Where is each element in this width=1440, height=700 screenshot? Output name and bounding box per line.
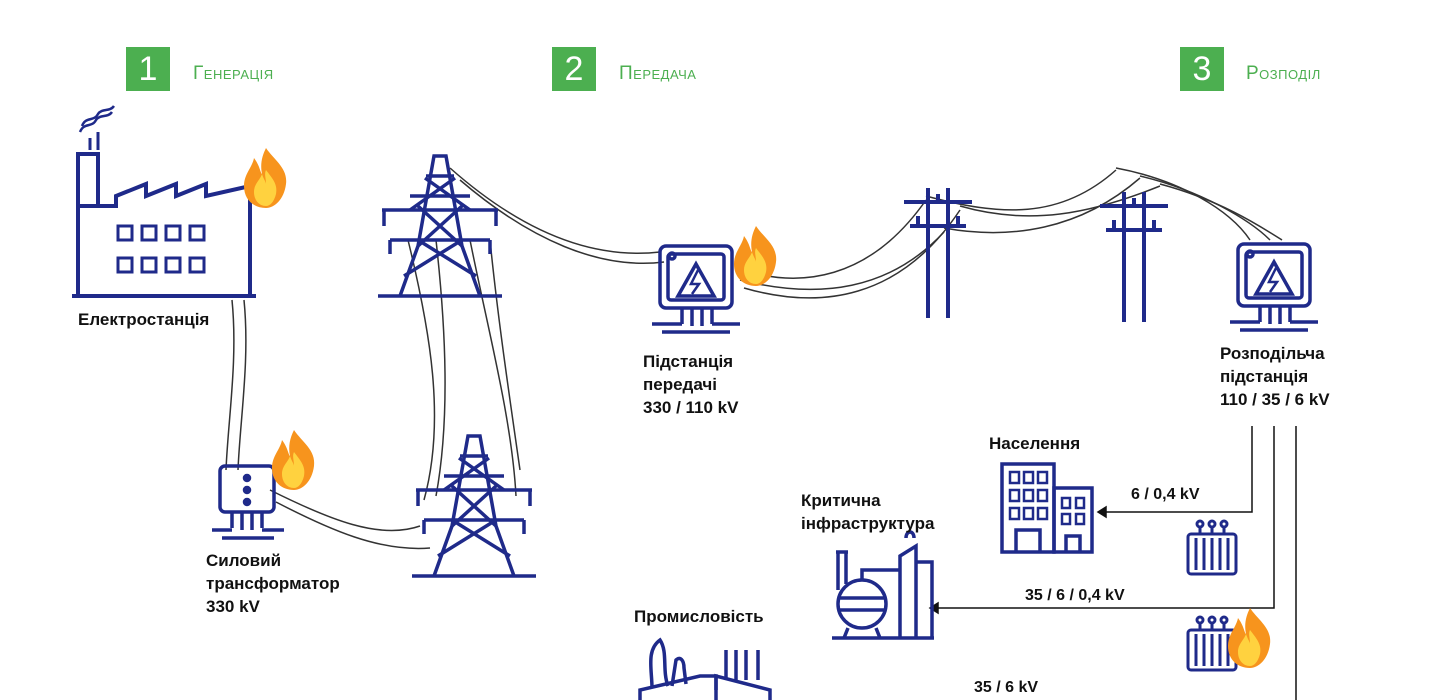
fire-icon-transformer xyxy=(272,430,315,490)
cable-substation-pole-c xyxy=(743,209,961,299)
line-to-population xyxy=(1098,426,1253,513)
distribution-substation-label: Розподільча підстанція 110 / 35 / 6 kV xyxy=(1220,344,1330,409)
cable-tower-substation-b xyxy=(459,179,665,264)
power-pole-icon xyxy=(902,186,974,320)
arrow-population xyxy=(1096,505,1107,519)
power-transformer-label: Силовий трансформатор 330 kV xyxy=(206,551,340,616)
power-plant-icon xyxy=(72,105,256,298)
distribution-substation-icon xyxy=(1228,242,1320,332)
cable-transformer-tower-b xyxy=(275,501,431,550)
critical-infrastructure-icon xyxy=(832,530,934,640)
transmission-substation-icon xyxy=(650,244,742,334)
voltage-label-industry: 35 / 6 kV xyxy=(974,679,1039,696)
cable-tower-riser-a xyxy=(407,239,436,501)
stage-title-distribution: Розподіл xyxy=(1246,63,1321,84)
stage-badge: 1 xyxy=(126,47,170,91)
cable-plant-transformer-a xyxy=(225,299,235,471)
cable-pole-pole-b xyxy=(943,177,1141,234)
stage-title-transmission: Передача xyxy=(619,63,697,84)
fire-icon-small-transformer xyxy=(1228,608,1271,668)
cable-tower-riser-b xyxy=(435,239,446,497)
critical-infrastructure-label: Критична інфраструктура xyxy=(801,491,935,533)
line-to-critical xyxy=(936,426,1275,609)
fire-icon-plant xyxy=(244,148,287,208)
power-plant-label: Електростанція xyxy=(78,310,210,329)
stage-title-generation: Генерація xyxy=(193,63,274,84)
cable-pole-pole-c xyxy=(959,185,1161,217)
cable-substation-pole-b xyxy=(739,231,945,291)
power-transformer-icon xyxy=(212,464,284,540)
cable-tower-riser-c xyxy=(469,239,517,497)
transmission-substation-label: Підстанція передачі 330 / 110 kV xyxy=(643,352,739,417)
power-pole-icon xyxy=(1098,190,1170,324)
fire-icon-substation xyxy=(734,226,777,286)
cable-plant-transformer-b xyxy=(237,299,247,471)
stage-badge: 2 xyxy=(552,47,596,91)
cable-tower-substation-a xyxy=(449,167,661,254)
industry-label: Промисловість xyxy=(634,607,764,626)
arrow-critical xyxy=(928,601,939,615)
cable-pole-distribution-c xyxy=(1159,183,1283,241)
population-label: Населення xyxy=(989,434,1081,453)
stage-badge: 3 xyxy=(1180,47,1224,91)
distribution-lines xyxy=(928,426,1297,700)
residential-building-icon xyxy=(1000,462,1094,554)
cable-transformer-tower-a xyxy=(269,489,421,532)
cable-tower-riser-d xyxy=(489,239,521,471)
voltage-label-population: 6 / 0,4 kV xyxy=(1131,486,1200,503)
voltage-label-critical: 35 / 6 / 0,4 kV xyxy=(1025,587,1125,604)
small-transformer-icon xyxy=(1186,519,1238,576)
industry-icon xyxy=(638,637,772,700)
